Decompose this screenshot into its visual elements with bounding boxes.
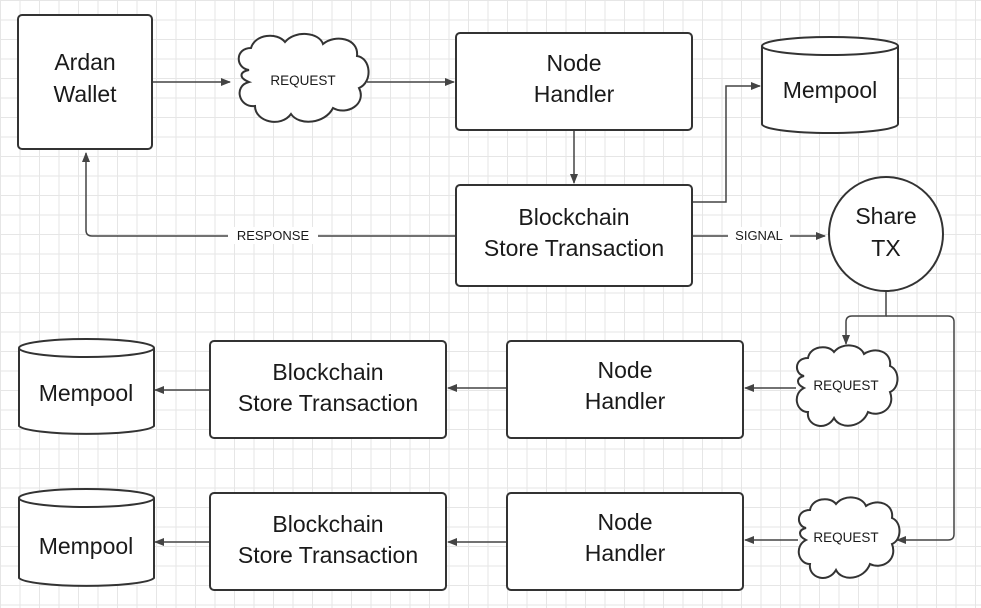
edge-response [82,152,456,237]
node-handler-top-line1: Node [547,50,602,76]
edges [82,78,955,546]
mempool-mid: Mempool [18,338,155,435]
request-cloud-top: REQUEST [237,33,370,123]
node-handler-bot: Node Handler [506,492,744,591]
blockchain-top: Blockchain Store Transaction [455,184,693,287]
mempool-top: Mempool [761,36,899,134]
share-tx-line2: TX [871,235,900,261]
node-handler-bot-line1: Node [598,509,653,535]
edge-label-signal: SIGNAL [728,227,790,244]
blockchain-bot-line1: Blockchain [272,511,383,537]
edge-blockchain-to-mempool [692,82,761,203]
mempool-bot-label: Mempool [39,533,134,559]
wallet-node: Ardan Wallet [17,14,153,150]
mempool-mid-label: Mempool [39,380,134,406]
mempool-top-label: Mempool [783,77,878,103]
node-handler-bot-line2: Handler [585,540,666,566]
node-handler-top: Node Handler [455,32,693,131]
edge-share-to-request-bot [886,315,955,544]
node-handler-top-line2: Handler [534,81,615,107]
blockchain-bot: Blockchain Store Transaction [209,492,447,591]
node-handler-mid-line1: Node [598,357,653,383]
blockchain-top-line2: Store Transaction [484,235,664,261]
share-tx-node: Share TX [828,176,944,292]
mempool-bot: Mempool [18,488,155,587]
blockchain-mid-line1: Blockchain [272,359,383,385]
edge-label-response: RESPONSE [228,227,318,244]
blockchain-mid: Blockchain Store Transaction [209,340,447,439]
wallet-line2: Wallet [53,81,117,107]
blockchain-mid-line2: Store Transaction [238,390,418,416]
request-cloud-mid: REQUEST [795,344,899,427]
request-bot-label: REQUEST [813,530,878,545]
node-handler-mid: Node Handler [506,340,744,439]
request-mid-label: REQUEST [813,378,878,393]
edge-share-to-request-mid [842,290,887,345]
request-top-label: REQUEST [270,73,335,88]
request-cloud-bot: REQUEST [797,496,901,579]
blockchain-bot-line2: Store Transaction [238,542,418,568]
share-tx-line1: Share [855,203,916,229]
blockchain-top-line1: Blockchain [518,204,629,230]
wallet-line1: Ardan [54,49,115,75]
node-handler-mid-line2: Handler [585,388,666,414]
response-label: RESPONSE [237,228,310,243]
signal-label: SIGNAL [735,228,783,243]
